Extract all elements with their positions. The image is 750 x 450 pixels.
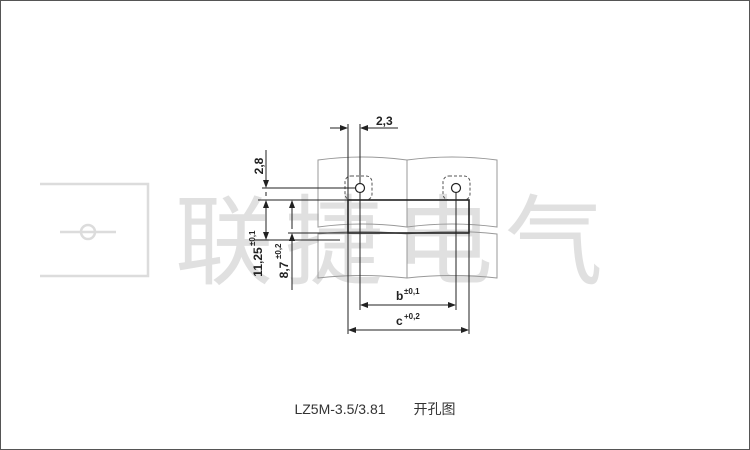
watermark-logo-bracket bbox=[40, 182, 150, 278]
dim-top-offset: 2,8 bbox=[252, 157, 266, 174]
dimension-lines bbox=[254, 124, 470, 334]
housing-top-right bbox=[406, 156, 498, 228]
cutout-slot bbox=[347, 199, 470, 234]
drawing-caption: LZ5M-3.5/3.81 开孔图 bbox=[0, 399, 750, 419]
dim-overall-height: 11,25 ±0,1 bbox=[248, 230, 265, 277]
dim-slot-width: c +0,2 bbox=[396, 312, 420, 328]
dim-pitch-gap: 2,3 bbox=[376, 114, 393, 128]
mounting-hole-left bbox=[354, 182, 366, 194]
dim-slot-width-value: c bbox=[396, 314, 403, 328]
caption-title: 开孔图 bbox=[413, 401, 456, 417]
dim-hole-distance: b ±0,1 bbox=[396, 287, 420, 303]
dim-slot-height: 8,7 ±0,2 bbox=[274, 243, 291, 278]
dimension-arrows bbox=[263, 125, 469, 333]
housing-bottom-right bbox=[406, 231, 498, 279]
watermark-text: 联捷电气 bbox=[175, 187, 615, 297]
caption-model: LZ5M-3.5/3.81 bbox=[294, 401, 386, 417]
dim-overall-height-value: 11,25 bbox=[251, 247, 265, 277]
dim-hole-distance-tol: ±0,1 bbox=[404, 287, 420, 296]
dim-hole-distance-value: b bbox=[396, 289, 403, 303]
watermark-logo: 联捷电气 bbox=[40, 182, 615, 297]
mounting-hole-right bbox=[450, 182, 462, 194]
dim-slot-height-tol: ±0,2 bbox=[274, 243, 283, 259]
dim-slot-height-value: 8,7 bbox=[277, 261, 291, 278]
dim-slot-width-tol: +0,2 bbox=[404, 312, 420, 321]
dim-overall-height-tol: ±0,1 bbox=[248, 230, 257, 246]
